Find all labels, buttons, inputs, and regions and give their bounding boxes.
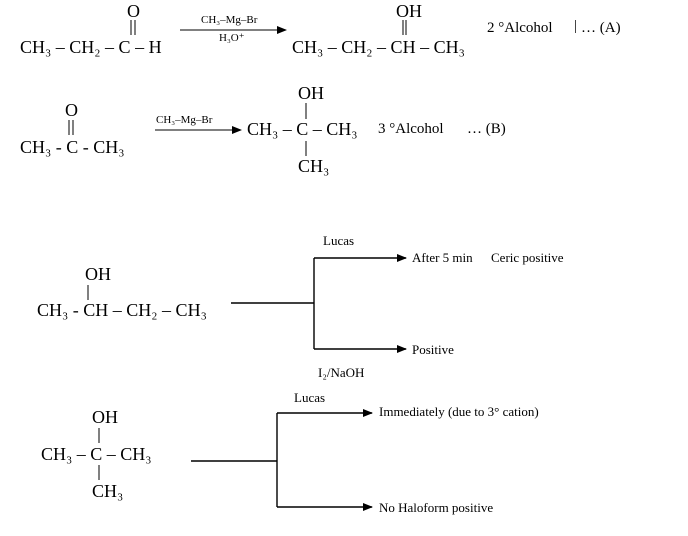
reactant-b-oxygen: O [65,100,78,120]
product-a-hydroxyl: OH [396,1,422,21]
product-b-class: 3 °Alcohol [378,121,444,137]
product-a-formula: CH₃ – CH₂ – CH – CH₃ [292,37,465,57]
product-b-hydroxyl: OH [298,83,324,103]
product-b-methyl: CH₃ [298,156,330,176]
compound-2-hydroxyl: OH [92,407,118,427]
equation-tag-a: … (A) [581,20,621,36]
product-a-bar: | [574,18,578,34]
test-2-lucas-label: Lucas [294,390,326,405]
product-a-class: 2 °Alcohol [487,20,553,36]
compound-1-formula: CH₃ - CH – CH₂ – CH₃ [37,300,207,320]
test-1-iodoform-result: Positive [412,342,454,357]
product-b-formula: CH₃ – C – CH₃ [247,119,358,139]
test-1-lucas-result: After 5 min [412,250,473,265]
equation-tag-b: … (B) [467,121,506,137]
test-2-lucas-result: Immediately (due to 3° cation) [379,404,539,419]
test-1-iodoform-label: I₂/NaOH [318,365,365,380]
test-1-ceric-result: Ceric positive [491,250,564,265]
reactant-a-formula: CH₃ – CH₂ – C – H [20,37,162,57]
reactant-b-formula: CH₃ - C - CH₃ [20,137,125,157]
compound-2-formula: CH₃ – C – CH₃ [41,444,152,464]
test-1-lucas-label: Lucas [323,233,355,248]
compound-2-methyl: CH₃ [92,481,124,501]
reagent-b-grignard: CH₃–Mg–Br [156,114,213,126]
reagent-a-acid: H₃O⁺ [219,32,245,44]
reagent-a-grignard: CH₃–Mg–Br [201,14,258,26]
compound-1-hydroxyl: OH [85,264,111,284]
reactant-a-oxygen: O [127,1,140,21]
test-2-haloform-result: No Haloform positive [379,500,494,515]
